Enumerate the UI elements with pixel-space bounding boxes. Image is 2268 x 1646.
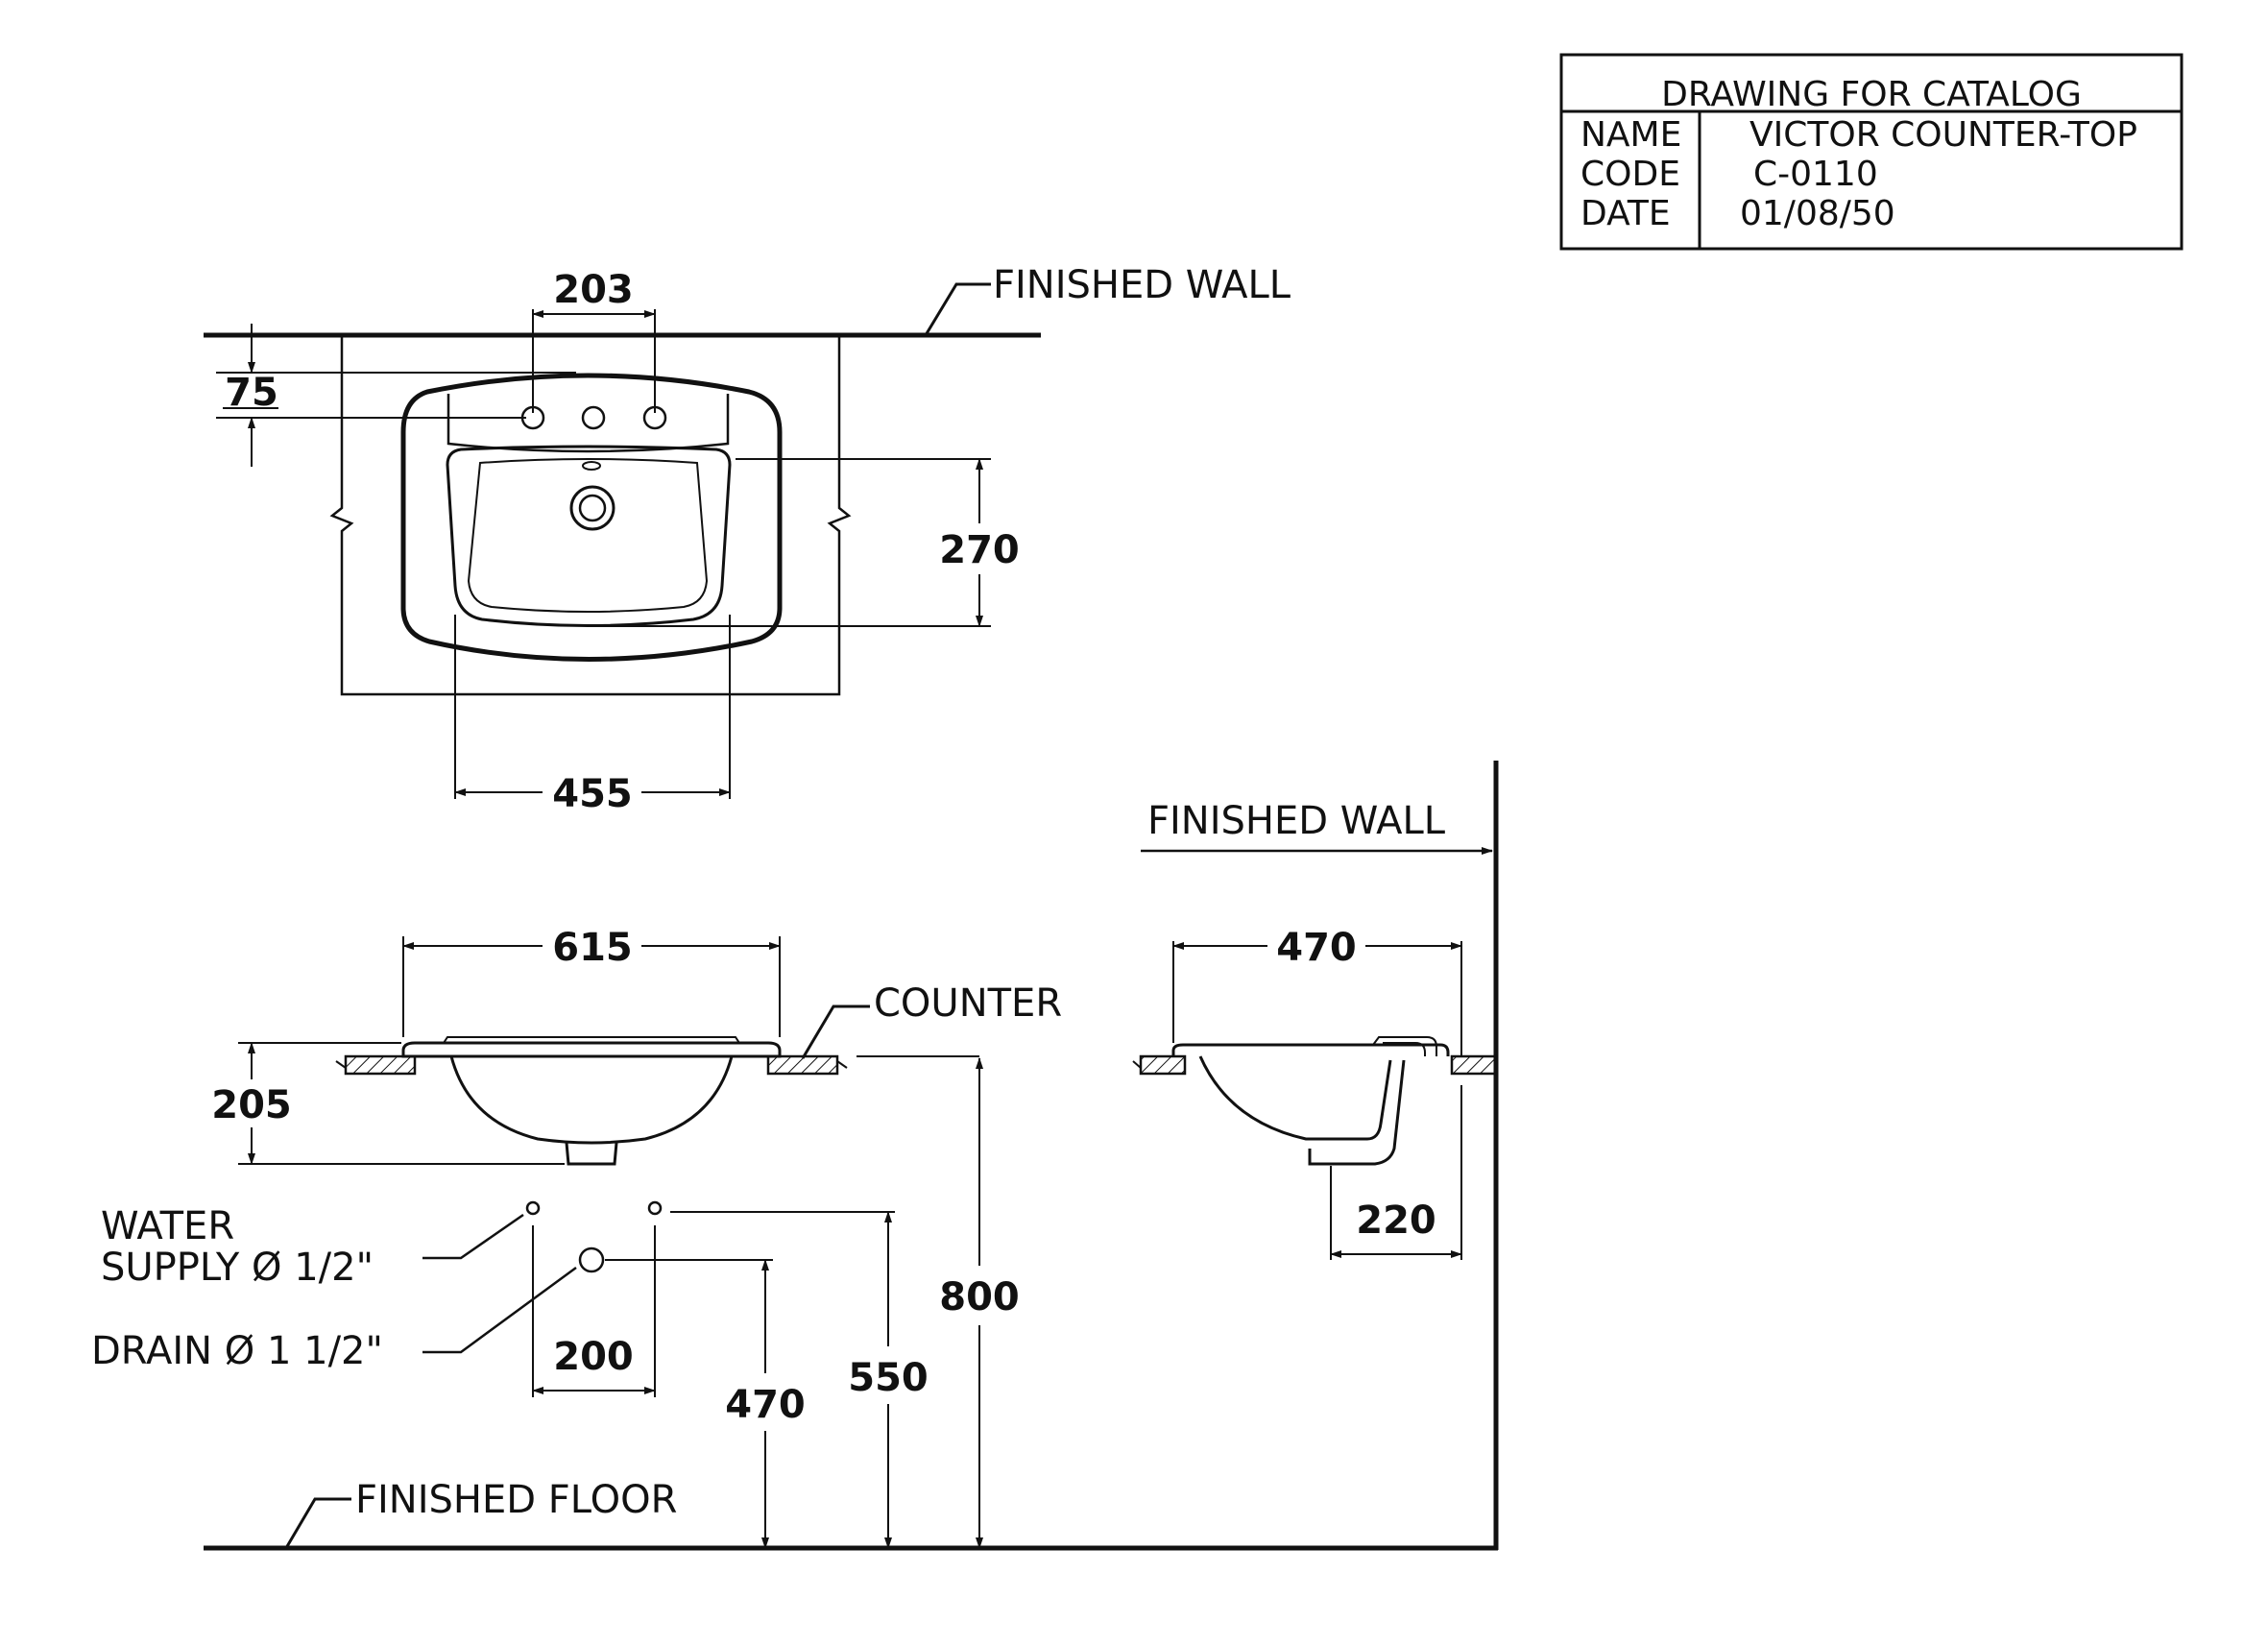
title-value-date: 01/08/50 (1740, 194, 1895, 233)
counter-leader (801, 1005, 870, 1059)
basin-bowl-inner (467, 458, 709, 613)
title-value-code: C-0110 (1753, 155, 1878, 194)
front-basin-bowl (449, 1055, 734, 1145)
basin-outer-rim (400, 373, 783, 662)
side-counter-slab-left (1139, 1054, 1187, 1076)
dim-bowl-depth: 270 (939, 528, 1020, 572)
counter-slab-left (344, 1054, 417, 1076)
dim-side-depth: 470 (1276, 926, 1357, 970)
counter-slab-right (766, 1054, 839, 1076)
dim-faucet-from-wall: 75 (225, 371, 278, 415)
counter-cutout-outline (329, 335, 852, 696)
dim-supply-height: 550 (848, 1356, 929, 1400)
title-block: DRAWING FOR CATALOG NAME VICTOR COUNTER-… (1559, 53, 2184, 251)
front-elevation: 615 COUNTER 205 WATER SUPPLY Ø 1/2" DRAI… (91, 926, 1498, 1551)
water-supply-point-left (525, 1200, 541, 1216)
dim-counter-height: 800 (939, 1275, 1020, 1319)
water-supply-leader (422, 1213, 524, 1260)
side-basin-rim (1171, 1043, 1450, 1056)
drain-hole-outer (569, 485, 615, 531)
water-supply-label-1: WATER (101, 1204, 234, 1248)
dim-bowl-width: 455 (552, 772, 633, 816)
dim-faucet-spacing: 203 (553, 268, 634, 312)
plan-view: FINISHED WALL 203 75 27 (204, 263, 1291, 816)
dim-drain-offset: 220 (1356, 1198, 1436, 1243)
title-block-heading: DRAWING FOR CATALOG (1661, 75, 2082, 114)
dim-supply-spacing: 200 (553, 1335, 634, 1379)
drain-hole-inner (578, 494, 607, 522)
finished-wall-side-label: FINISHED WALL (1147, 799, 1446, 843)
basin-deck-line (446, 394, 730, 453)
floor-leader (284, 1497, 351, 1549)
title-value-name: VICTOR COUNTER-TOP (1749, 115, 2137, 155)
wall-leader-top (924, 282, 991, 336)
finished-wall-top-label: FINISHED WALL (993, 263, 1291, 307)
drain-label: DRAIN Ø 1 1/2" (91, 1329, 383, 1373)
dim-overall-height: 205 (211, 1083, 292, 1127)
front-basin-outlet (565, 1142, 618, 1166)
water-supply-point-right (647, 1200, 663, 1216)
finished-floor-label: FINISHED FLOOR (355, 1478, 677, 1522)
front-basin-rim (401, 1041, 782, 1058)
side-elevation: FINISHED WALL 470 220 (1132, 761, 1499, 1550)
dim-overall-width: 615 (552, 926, 633, 970)
side-basin-back (1308, 1059, 1406, 1166)
title-key-date: DATE (1580, 194, 1671, 233)
drain-leader (422, 1266, 577, 1354)
side-basin-bowl (1198, 1055, 1392, 1141)
title-key-code: CODE (1580, 155, 1680, 194)
water-supply-label-2: SUPPLY Ø 1/2" (101, 1246, 374, 1290)
side-counter-slab-right (1450, 1054, 1498, 1076)
counter-label: COUNTER (874, 981, 1062, 1026)
dim-drain-height: 470 (725, 1383, 806, 1427)
overflow-hole (582, 461, 601, 471)
basin-bowl-outline (446, 445, 732, 627)
faucet-hole-center (581, 405, 606, 430)
drain-point (578, 1247, 605, 1273)
title-key-name: NAME (1580, 115, 1681, 155)
